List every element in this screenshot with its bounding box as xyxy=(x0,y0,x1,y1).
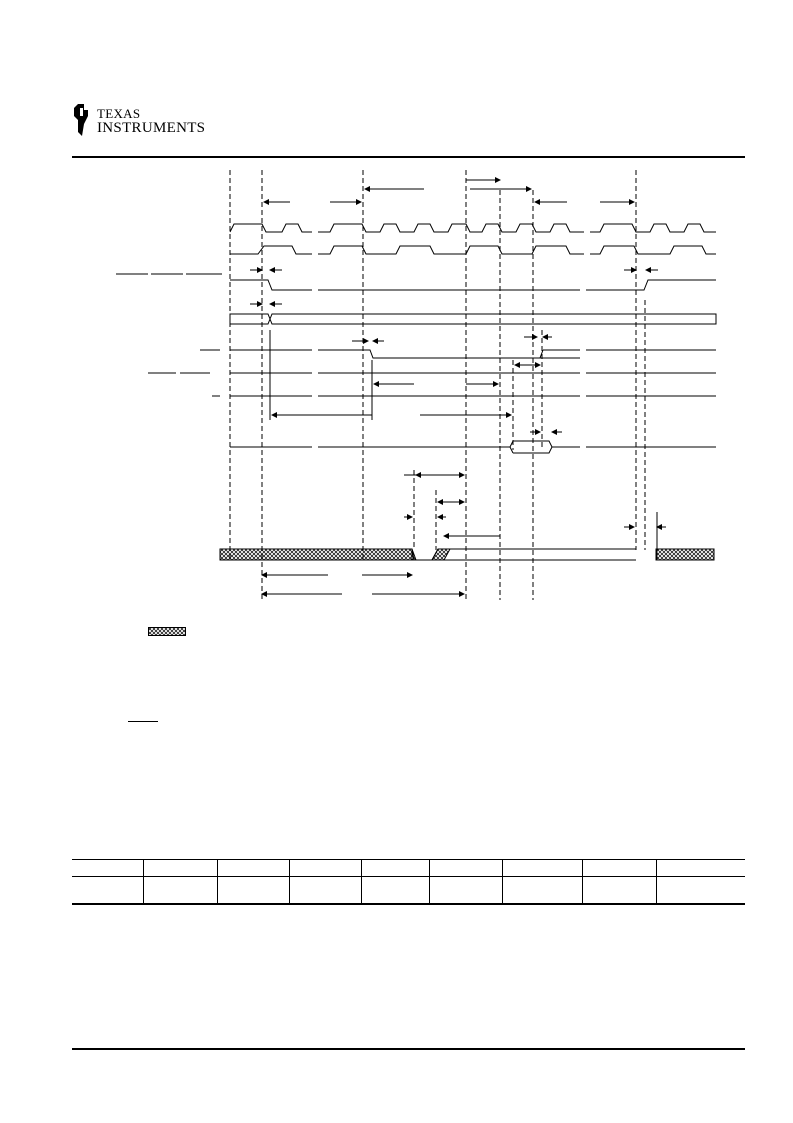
timing-parameter-table xyxy=(72,859,745,905)
table-cell xyxy=(216,876,290,905)
table-cell xyxy=(289,876,362,905)
table-cell xyxy=(72,876,144,905)
company-name: TEXAS INSTRUMENTS xyxy=(97,106,206,136)
table-cell xyxy=(582,859,657,877)
table-cell xyxy=(361,859,430,877)
table-cell xyxy=(502,859,583,877)
timing-diagram xyxy=(116,170,717,600)
table-cell xyxy=(289,859,362,877)
header-rule xyxy=(72,156,745,158)
table-cell xyxy=(428,876,503,905)
table-cell xyxy=(655,876,745,905)
table-cell xyxy=(143,859,218,877)
table-header-row xyxy=(72,859,745,877)
logo-line-1: TEXAS xyxy=(97,106,141,121)
logo-line-2: INSTRUMENTS xyxy=(97,120,206,136)
footer-rule xyxy=(72,1048,745,1050)
note-overbar xyxy=(128,721,158,722)
table-cell xyxy=(72,859,144,877)
crosshatch-swatch-icon xyxy=(148,627,186,636)
ti-logo-icon xyxy=(74,104,88,136)
table-cell xyxy=(216,859,290,877)
table-row xyxy=(72,876,745,905)
table-cell xyxy=(582,876,657,905)
table-cell xyxy=(655,859,745,877)
table-cell xyxy=(428,859,503,877)
reference-lines xyxy=(229,170,646,600)
table-cell xyxy=(502,876,583,905)
table-cell xyxy=(143,876,218,905)
table-cell xyxy=(361,876,430,905)
